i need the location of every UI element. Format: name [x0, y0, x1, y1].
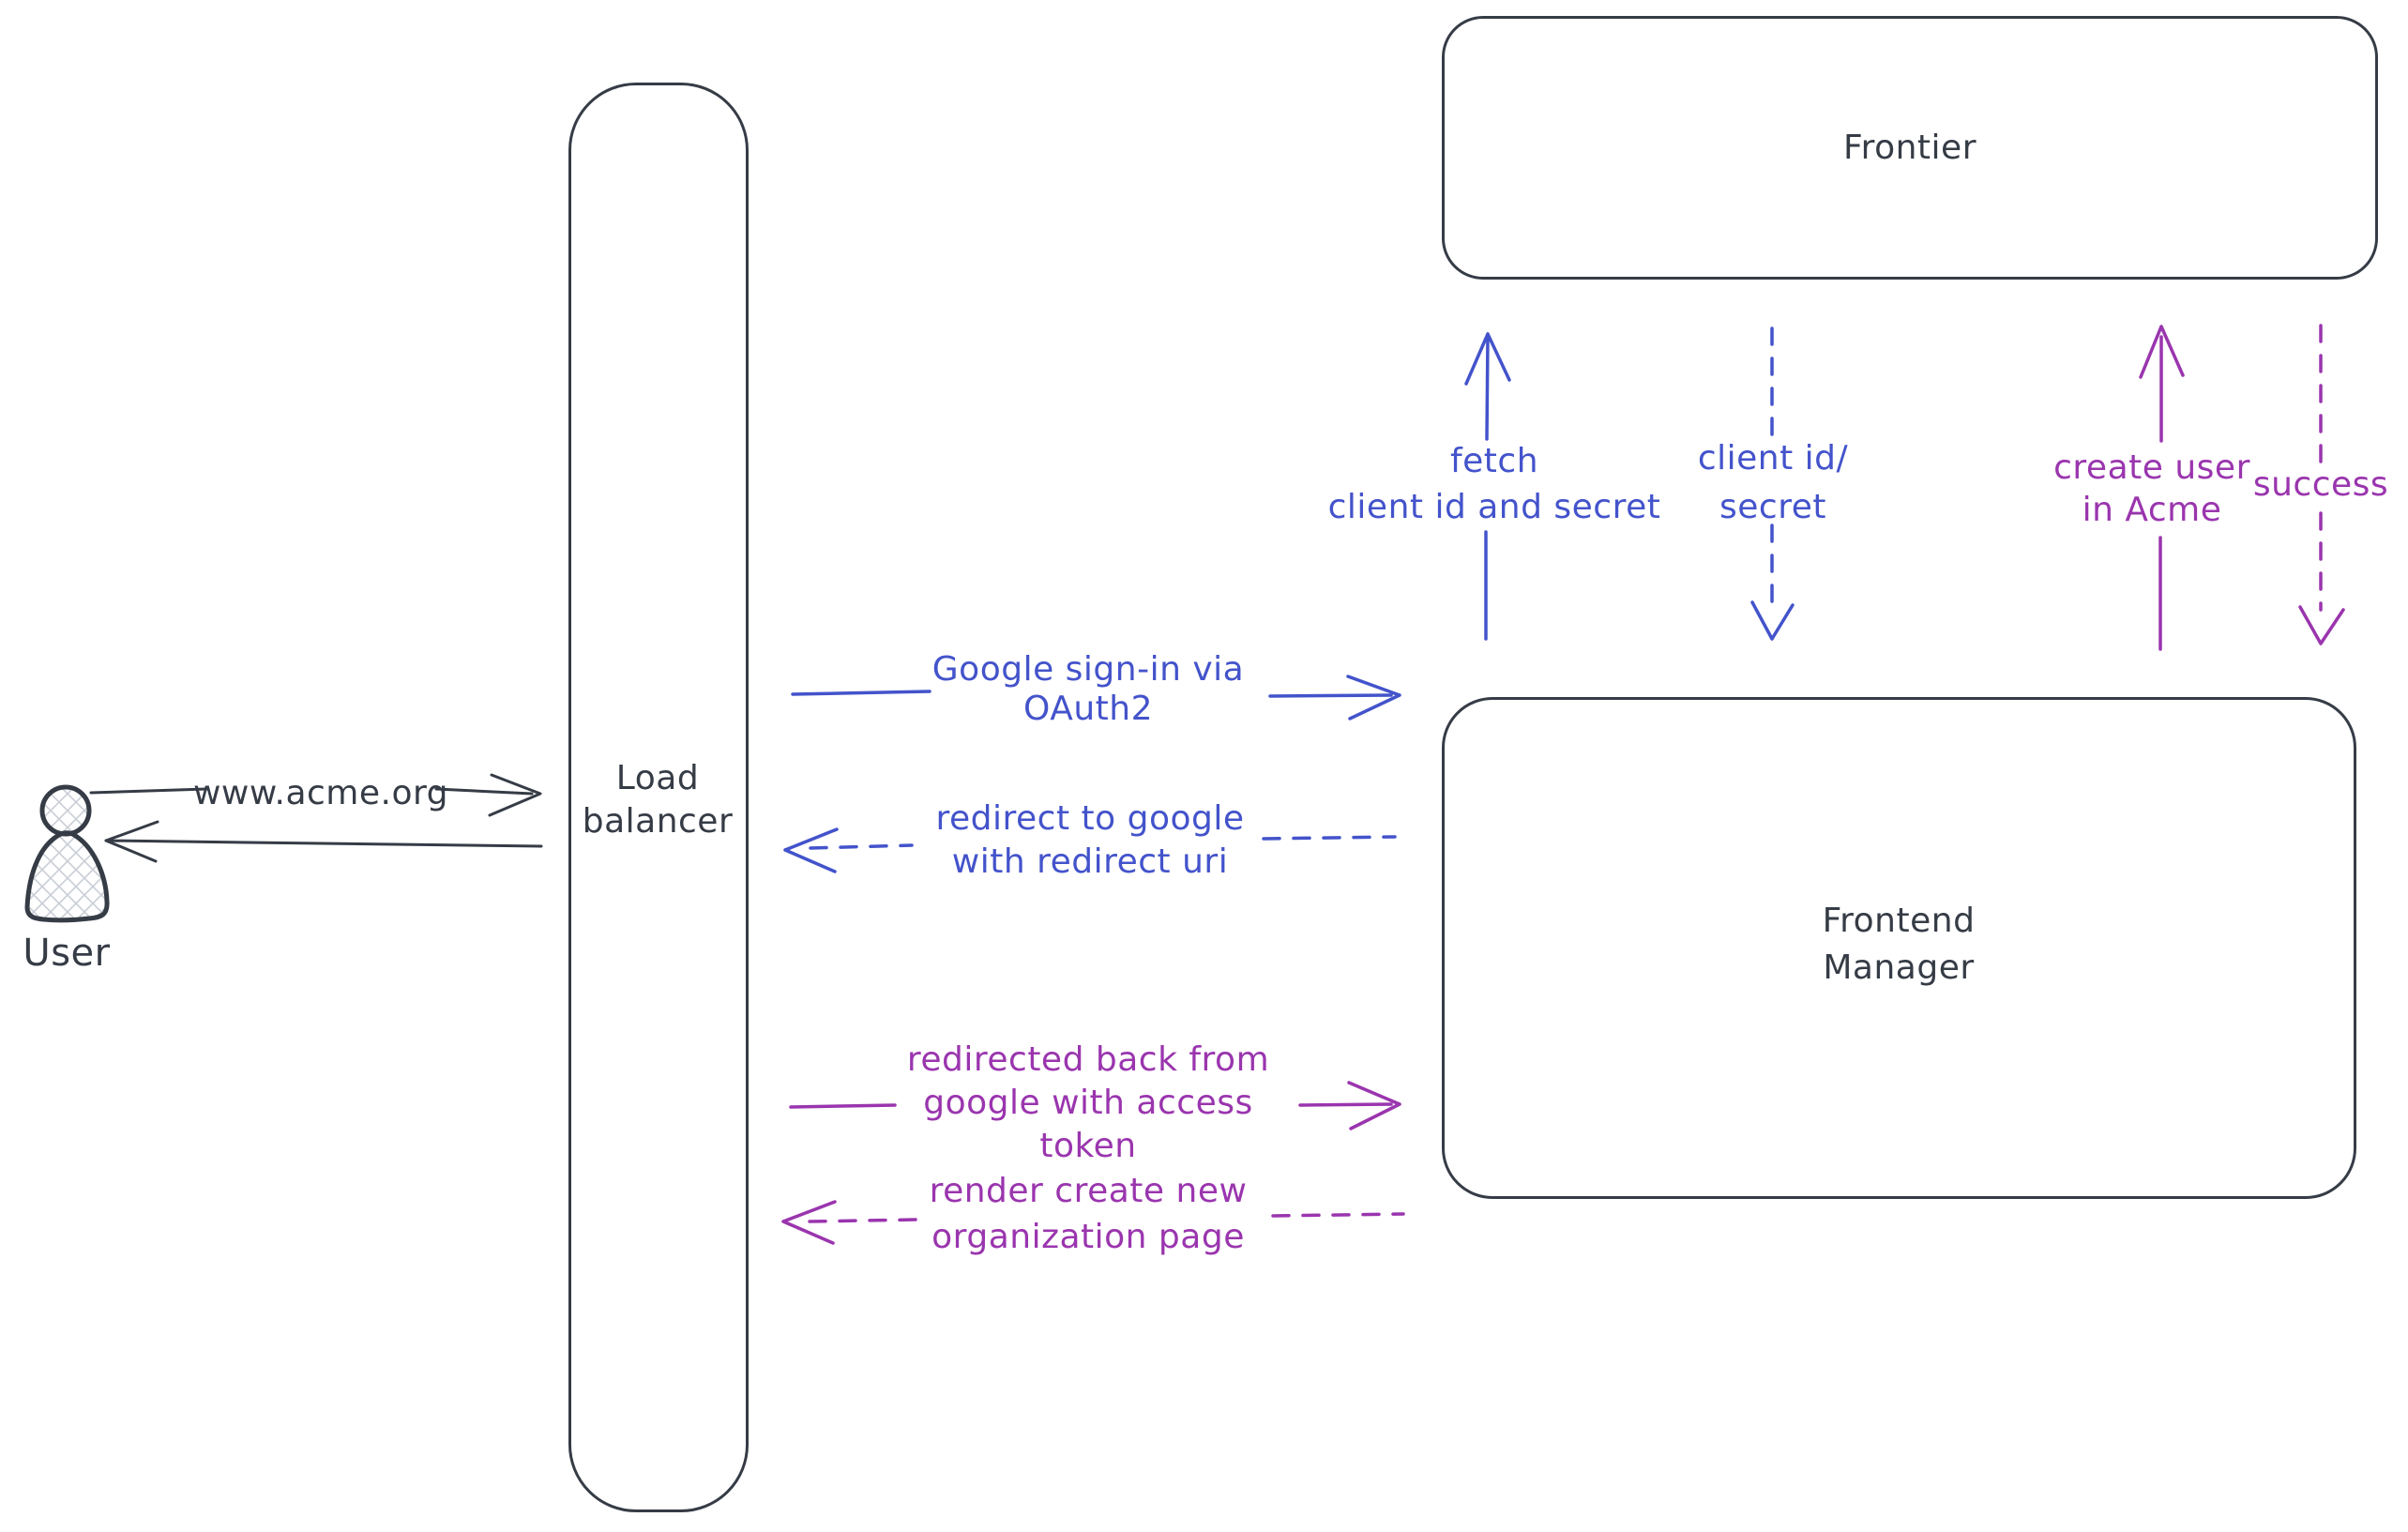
label-line: client id and secret	[1327, 488, 1661, 526]
arrow-label-success: success	[2252, 465, 2389, 504]
arrow-label-fetch-client: fetch client id and secret	[1328, 438, 1661, 530]
arrow-redirect-google	[783, 827, 1397, 873]
arrow-label-redirected-back: redirected back from google with access …	[907, 1039, 1269, 1168]
arrow-head	[2298, 605, 2345, 645]
frontend-manager-label: Frontend Manager	[1823, 898, 1976, 992]
user-label: User	[23, 932, 111, 975]
arrow-shaft	[809, 843, 914, 850]
arrow-label-client-id-secret: client id/ secret	[1698, 434, 1848, 532]
arrow-head	[2139, 325, 2185, 379]
label-line: balancer	[582, 802, 734, 841]
arrow-shaft	[1271, 1212, 1405, 1218]
label-line: create user	[2053, 448, 2250, 487]
arrow-google-signin	[791, 675, 1401, 720]
arrow-client-id-secret	[1750, 326, 1795, 641]
arrow-www-acme	[89, 773, 542, 817]
arrow-shaft	[89, 787, 208, 795]
arrow-label-www-acme: www.acme.org	[192, 774, 449, 812]
arrow-head	[488, 773, 542, 817]
arrow-head	[1347, 1081, 1401, 1130]
arrow-label-create-user: create user in Acme	[2053, 447, 2250, 531]
arrow-shaft	[1298, 1102, 1393, 1107]
arrow-redirected-back	[789, 1081, 1401, 1130]
arrow-label-redirect-google: redirect to google with redirect uri	[935, 797, 1244, 884]
arrow-label-google-signin: Google sign-in via OAuth2	[932, 650, 1244, 729]
load-balancer-label: Load balancer	[583, 757, 734, 843]
arrow-head	[1346, 675, 1401, 720]
arrow-shaft	[791, 690, 931, 696]
arrow-head	[783, 827, 839, 873]
user-person-icon	[24, 784, 110, 923]
label-line: OAuth2	[1023, 690, 1153, 728]
node-load-balancer	[568, 83, 749, 1512]
label-line: organization page	[931, 1218, 1245, 1256]
arrow-fetch-client	[1464, 332, 1511, 641]
label-line: Frontend	[1822, 902, 1976, 940]
node-frontend-manager	[1442, 697, 2356, 1199]
frontier-label: Frontier	[1842, 129, 1977, 167]
arrow-success	[2298, 324, 2345, 645]
arrow-head	[781, 1200, 837, 1245]
node-frontier	[1442, 16, 2378, 280]
label-line: google with access	[923, 1084, 1253, 1122]
label-line: secret	[1719, 488, 1826, 526]
arrow-head	[1750, 600, 1795, 641]
label-line: render create new	[929, 1172, 1248, 1210]
arrow-shaft	[1268, 693, 1393, 698]
arrow-head	[1464, 332, 1511, 386]
arrow-shaft	[434, 787, 534, 796]
arrow-shaft	[789, 1103, 897, 1109]
arrow-head	[104, 820, 159, 863]
label-line: redirect to google	[935, 799, 1245, 838]
arrow-shaft	[808, 1218, 920, 1223]
user-body	[24, 830, 110, 923]
arrow-create-user	[2139, 325, 2185, 651]
label-line: Manager	[1823, 948, 1975, 987]
label-line: Google sign-in via	[931, 650, 1245, 689]
arrow-render-org-page	[781, 1200, 1405, 1245]
label-line: redirected back from	[906, 1040, 1270, 1079]
label-line: fetch	[1449, 442, 1539, 480]
label-line: with redirect uri	[951, 842, 1229, 881]
arrow-shaft	[1262, 835, 1397, 841]
label-line: Load	[615, 759, 700, 797]
label-line: token	[1039, 1127, 1137, 1165]
label-line: client id/	[1697, 439, 1849, 478]
arrow-shaft	[1485, 334, 1490, 441]
user-head	[39, 784, 92, 837]
arrow-user-return	[104, 820, 543, 863]
label-line: in Acme	[2082, 491, 2222, 529]
arrow-label-render-org-page: render create new organization page	[930, 1168, 1248, 1260]
arrow-shaft	[104, 839, 543, 848]
